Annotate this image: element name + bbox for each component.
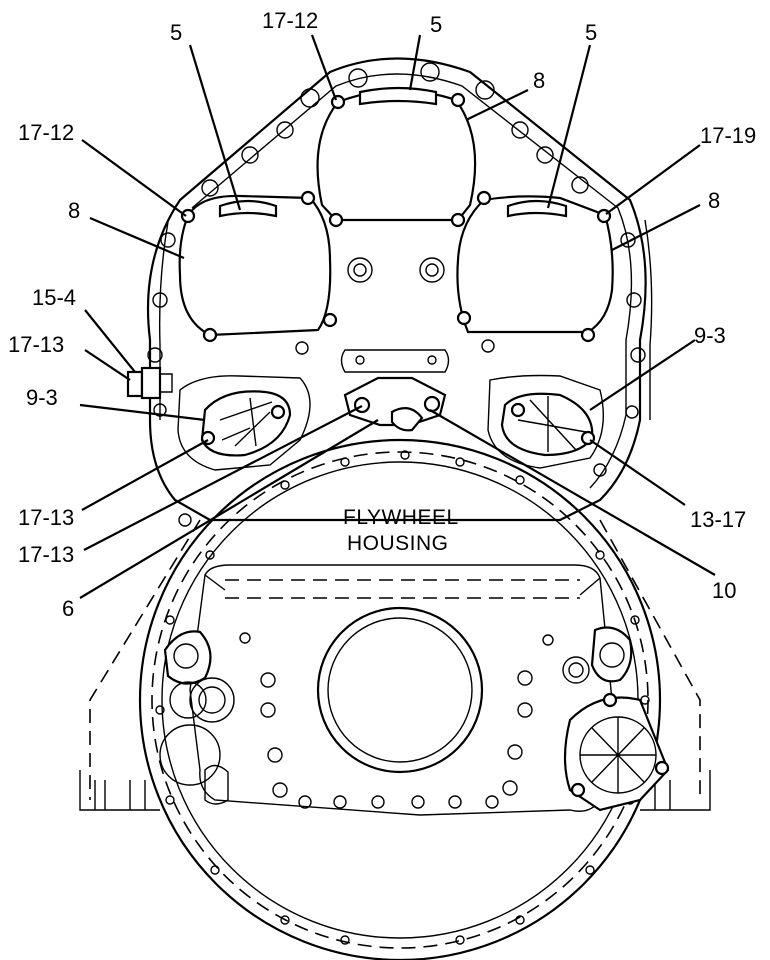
right-cover-plate bbox=[456, 190, 614, 343]
callout-8-left: 8 bbox=[68, 198, 80, 223]
callout-17-13-mid: 17-13 bbox=[18, 505, 74, 530]
callout-6: 6 bbox=[62, 596, 74, 621]
callout-5-right: 5 bbox=[585, 20, 597, 45]
callout-17-19: 17-19 bbox=[700, 123, 756, 148]
callout-8-top: 8 bbox=[533, 68, 545, 93]
front-cover-outline bbox=[146, 57, 653, 522]
flywheel-housing-label-line2: HOUSING bbox=[347, 532, 449, 555]
inspection-cover bbox=[563, 692, 670, 812]
callout-5-top: 5 bbox=[430, 12, 442, 37]
callout-13-17: 13-17 bbox=[690, 507, 746, 532]
center-bracket bbox=[343, 376, 447, 432]
right-access-cover bbox=[487, 374, 605, 469]
rear-face-plate bbox=[159, 564, 633, 816]
callout-17-12-left: 17-12 bbox=[18, 120, 74, 145]
callout-8-right: 8 bbox=[708, 188, 720, 213]
left-cover-plate bbox=[178, 190, 338, 343]
perimeter-bolt-bosses bbox=[147, 62, 646, 527]
callout-5-left: 5 bbox=[170, 20, 182, 45]
callout-15-4: 15-4 bbox=[32, 285, 76, 310]
flywheel-housing bbox=[138, 438, 662, 960]
callout-labels: 5 5 5 17-12 17-12 17-19 8 8 8 15-4 17-13… bbox=[8, 8, 756, 621]
callout-10: 10 bbox=[712, 578, 736, 603]
callout-9-3-right: 9-3 bbox=[694, 323, 726, 348]
engine-block-outline bbox=[79, 519, 711, 811]
callout-17-12-top: 17-12 bbox=[262, 8, 318, 33]
callout-17-13-low: 17-13 bbox=[18, 542, 74, 567]
left-access-cover bbox=[177, 375, 311, 471]
callout-9-3-left: 9-3 bbox=[26, 385, 58, 410]
top-cover-plate bbox=[316, 86, 477, 228]
sensor-connector bbox=[126, 366, 173, 400]
center-web bbox=[295, 257, 495, 373]
flywheel-housing-label-line1: FLYWHEEL bbox=[343, 506, 459, 529]
leader-lines bbox=[79, 34, 716, 599]
callout-17-13-upper: 17-13 bbox=[8, 332, 64, 357]
